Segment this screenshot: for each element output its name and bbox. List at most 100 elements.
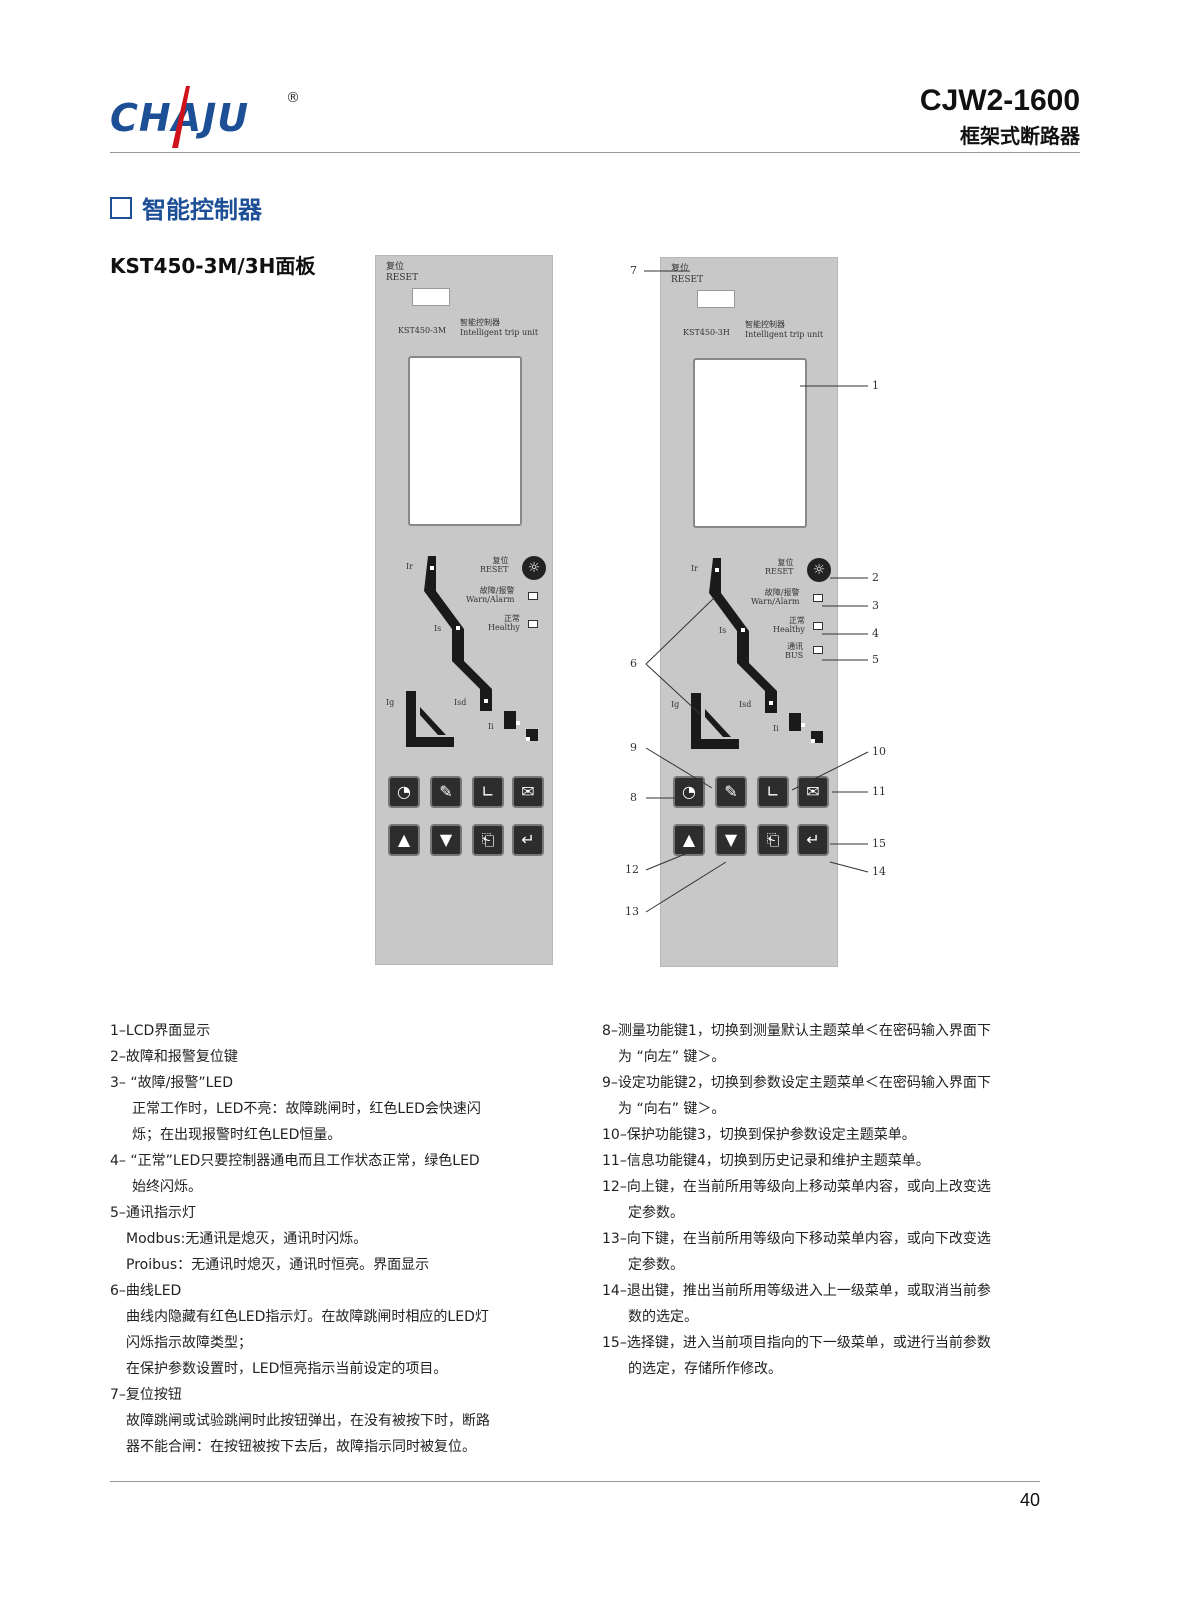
section-title-text: 智能控制器 [142,196,262,224]
envelope-icon: ✉ [806,782,820,801]
curve-label-ig: Ig [671,700,680,709]
desc-line: 4– “正常”LED只要控制器通电而且工作状态正常，绿色LED [110,1153,480,1169]
setting-key[interactable]: ✎ [430,776,462,808]
callout-12: 12 [625,863,639,876]
desc-line: 10–保护功能键3，切换到保护参数设定主题菜单。 [602,1127,916,1143]
protection-key[interactable]: ∟ [472,776,504,808]
desc-line: Proibus：无通讯时熄灭，通讯时恒亮。界面显示 [126,1257,430,1273]
square-icon [110,196,132,219]
reset-label: 复位 RESET [671,264,704,285]
healthy-label: 正常 Healthy [488,614,520,632]
panel-kst450-3h: 复位 RESET KST450-3H 智能控制器 Intelligent tri… [660,257,838,967]
desc-line: 为 “向右” 键＞。 [618,1101,726,1117]
protection-curve-icon [691,558,823,749]
product-model: CJW2-1600 [919,84,1080,117]
knob-label: 复位 RESET [765,558,794,576]
exit-key[interactable]: ⎗ [757,824,789,856]
callout-8: 8 [630,791,637,804]
panel-kst450-3m: 复位 RESET KST450-3M 智能控制器 Intelligent tri… [375,255,553,965]
descriptions-right: 8–测量功能键1，切换到测量默认主题菜单＜在密码输入界面下 为 “向左” 键＞。… [602,1018,1052,1382]
measure-key[interactable]: ◔ [673,776,705,808]
desc-line: 正常工作时，LED不亮：故障跳闸时，红色LED会快速闪 [132,1101,481,1117]
bus-led [813,646,823,654]
desc-line: 为 “向左” 键＞。 [618,1049,726,1065]
callout-11: 11 [872,785,886,798]
exit-key[interactable]: ⎗ [472,824,504,856]
callout-13: 13 [625,905,639,918]
registered-mark: ® [286,90,300,106]
desc-line: 定参数。 [628,1257,684,1273]
exit-icon: ⎗ [481,830,495,849]
alarm-led [813,594,823,602]
brand-logo: CHAJU ® [110,84,310,154]
curve-label-isd: Isd [454,698,467,707]
curve-icon: ∟ [481,782,495,801]
reset-button[interactable] [412,288,450,306]
desc-line: 闪烁指示故障类型； [126,1335,252,1351]
curve-label-ii: Ii [773,724,779,733]
alarm-led [528,592,538,600]
callout-9: 9 [630,741,637,754]
desc-line: 3– “故障/报警”LED [110,1075,234,1091]
desc-line: 1–LCD界面显示 [110,1023,211,1039]
desc-line: 烁；在出现报警时红色LED恒量。 [132,1127,342,1143]
envelope-icon: ✉ [521,782,535,801]
desc-line: 定参数。 [628,1205,684,1221]
desc-line: 6–曲线LED [110,1283,182,1299]
curve-label-ir: Ir [691,564,698,573]
alarm-label: 故障/报警 Warn/Alarm [751,588,800,606]
healthy-label: 正常 Healthy [773,616,805,634]
callout-3: 3 [872,599,879,612]
fault-reset-knob-icon[interactable]: ☼ [522,556,546,580]
wrench-icon: ✎ [724,782,738,801]
arrow-down-icon: ▼ [724,830,738,849]
curve-label-ig: Ig [386,698,395,707]
up-key[interactable]: ▲ [673,824,705,856]
reset-button[interactable] [697,290,735,308]
setting-key[interactable]: ✎ [715,776,747,808]
protection-key[interactable]: ∟ [757,776,789,808]
down-key[interactable]: ▼ [715,824,747,856]
desc-line: 9–设定功能键2，切换到参数设定主题菜单＜在密码输入界面下 [602,1075,991,1091]
desc-line: 曲线内隐藏有红色LED指示灯。在故障跳闸时相应的LED灯 [126,1309,489,1325]
arrow-up-icon: ▲ [397,830,411,849]
callout-7: 7 [630,264,637,277]
footer-divider [110,1481,1040,1482]
callout-14: 14 [872,865,886,878]
desc-line: 数的选定。 [628,1309,698,1325]
desc-line: 8–测量功能键1，切换到测量默认主题菜单＜在密码输入界面下 [602,1023,991,1039]
gauge-icon: ◔ [397,782,411,801]
callout-6: 6 [630,657,637,670]
desc-line: 15–选择键，进入当前项目指向的下一级菜单，或进行当前参数 [602,1335,991,1351]
healthy-led [813,622,823,630]
curve-label-is: Is [719,626,727,635]
measure-key[interactable]: ◔ [388,776,420,808]
lcd-display [408,356,522,526]
curve-label-isd: Isd [739,700,752,709]
callout-5: 5 [872,653,879,666]
desc-line: Modbus:无通讯是熄灭，通讯时闪烁。 [126,1231,368,1247]
arrow-down-icon: ▼ [439,830,453,849]
enter-key[interactable]: ↵ [512,824,544,856]
page-number: 40 [1019,1490,1040,1510]
enter-key[interactable]: ↵ [797,824,829,856]
enter-icon: ↵ [521,830,535,849]
panel-model-label: KST450-3H [683,328,730,337]
exit-icon: ⎗ [766,830,780,849]
desc-line: 器不能合闸：在按钮被按下去后，故障指示同时被复位。 [126,1439,476,1455]
down-key[interactable]: ▼ [430,824,462,856]
section-title: 智能控制器 [110,190,262,225]
info-key[interactable]: ✉ [512,776,544,808]
info-key[interactable]: ✉ [797,776,829,808]
logo-accent-icon [172,86,190,148]
knob-label: 复位 RESET [480,556,509,574]
fault-reset-knob-icon[interactable]: ☼ [807,558,831,582]
arrow-up-icon: ▲ [682,830,696,849]
gauge-icon: ◔ [682,782,696,801]
up-key[interactable]: ▲ [388,824,420,856]
desc-line: 7–复位按钮 [110,1387,182,1403]
desc-line: 14–退出键，推出当前所用等级进入上一级菜单，或取消当前参 [602,1283,991,1299]
callout-15: 15 [872,837,886,850]
callout-4: 4 [872,627,879,640]
curve-label-ir: Ir [406,562,413,571]
